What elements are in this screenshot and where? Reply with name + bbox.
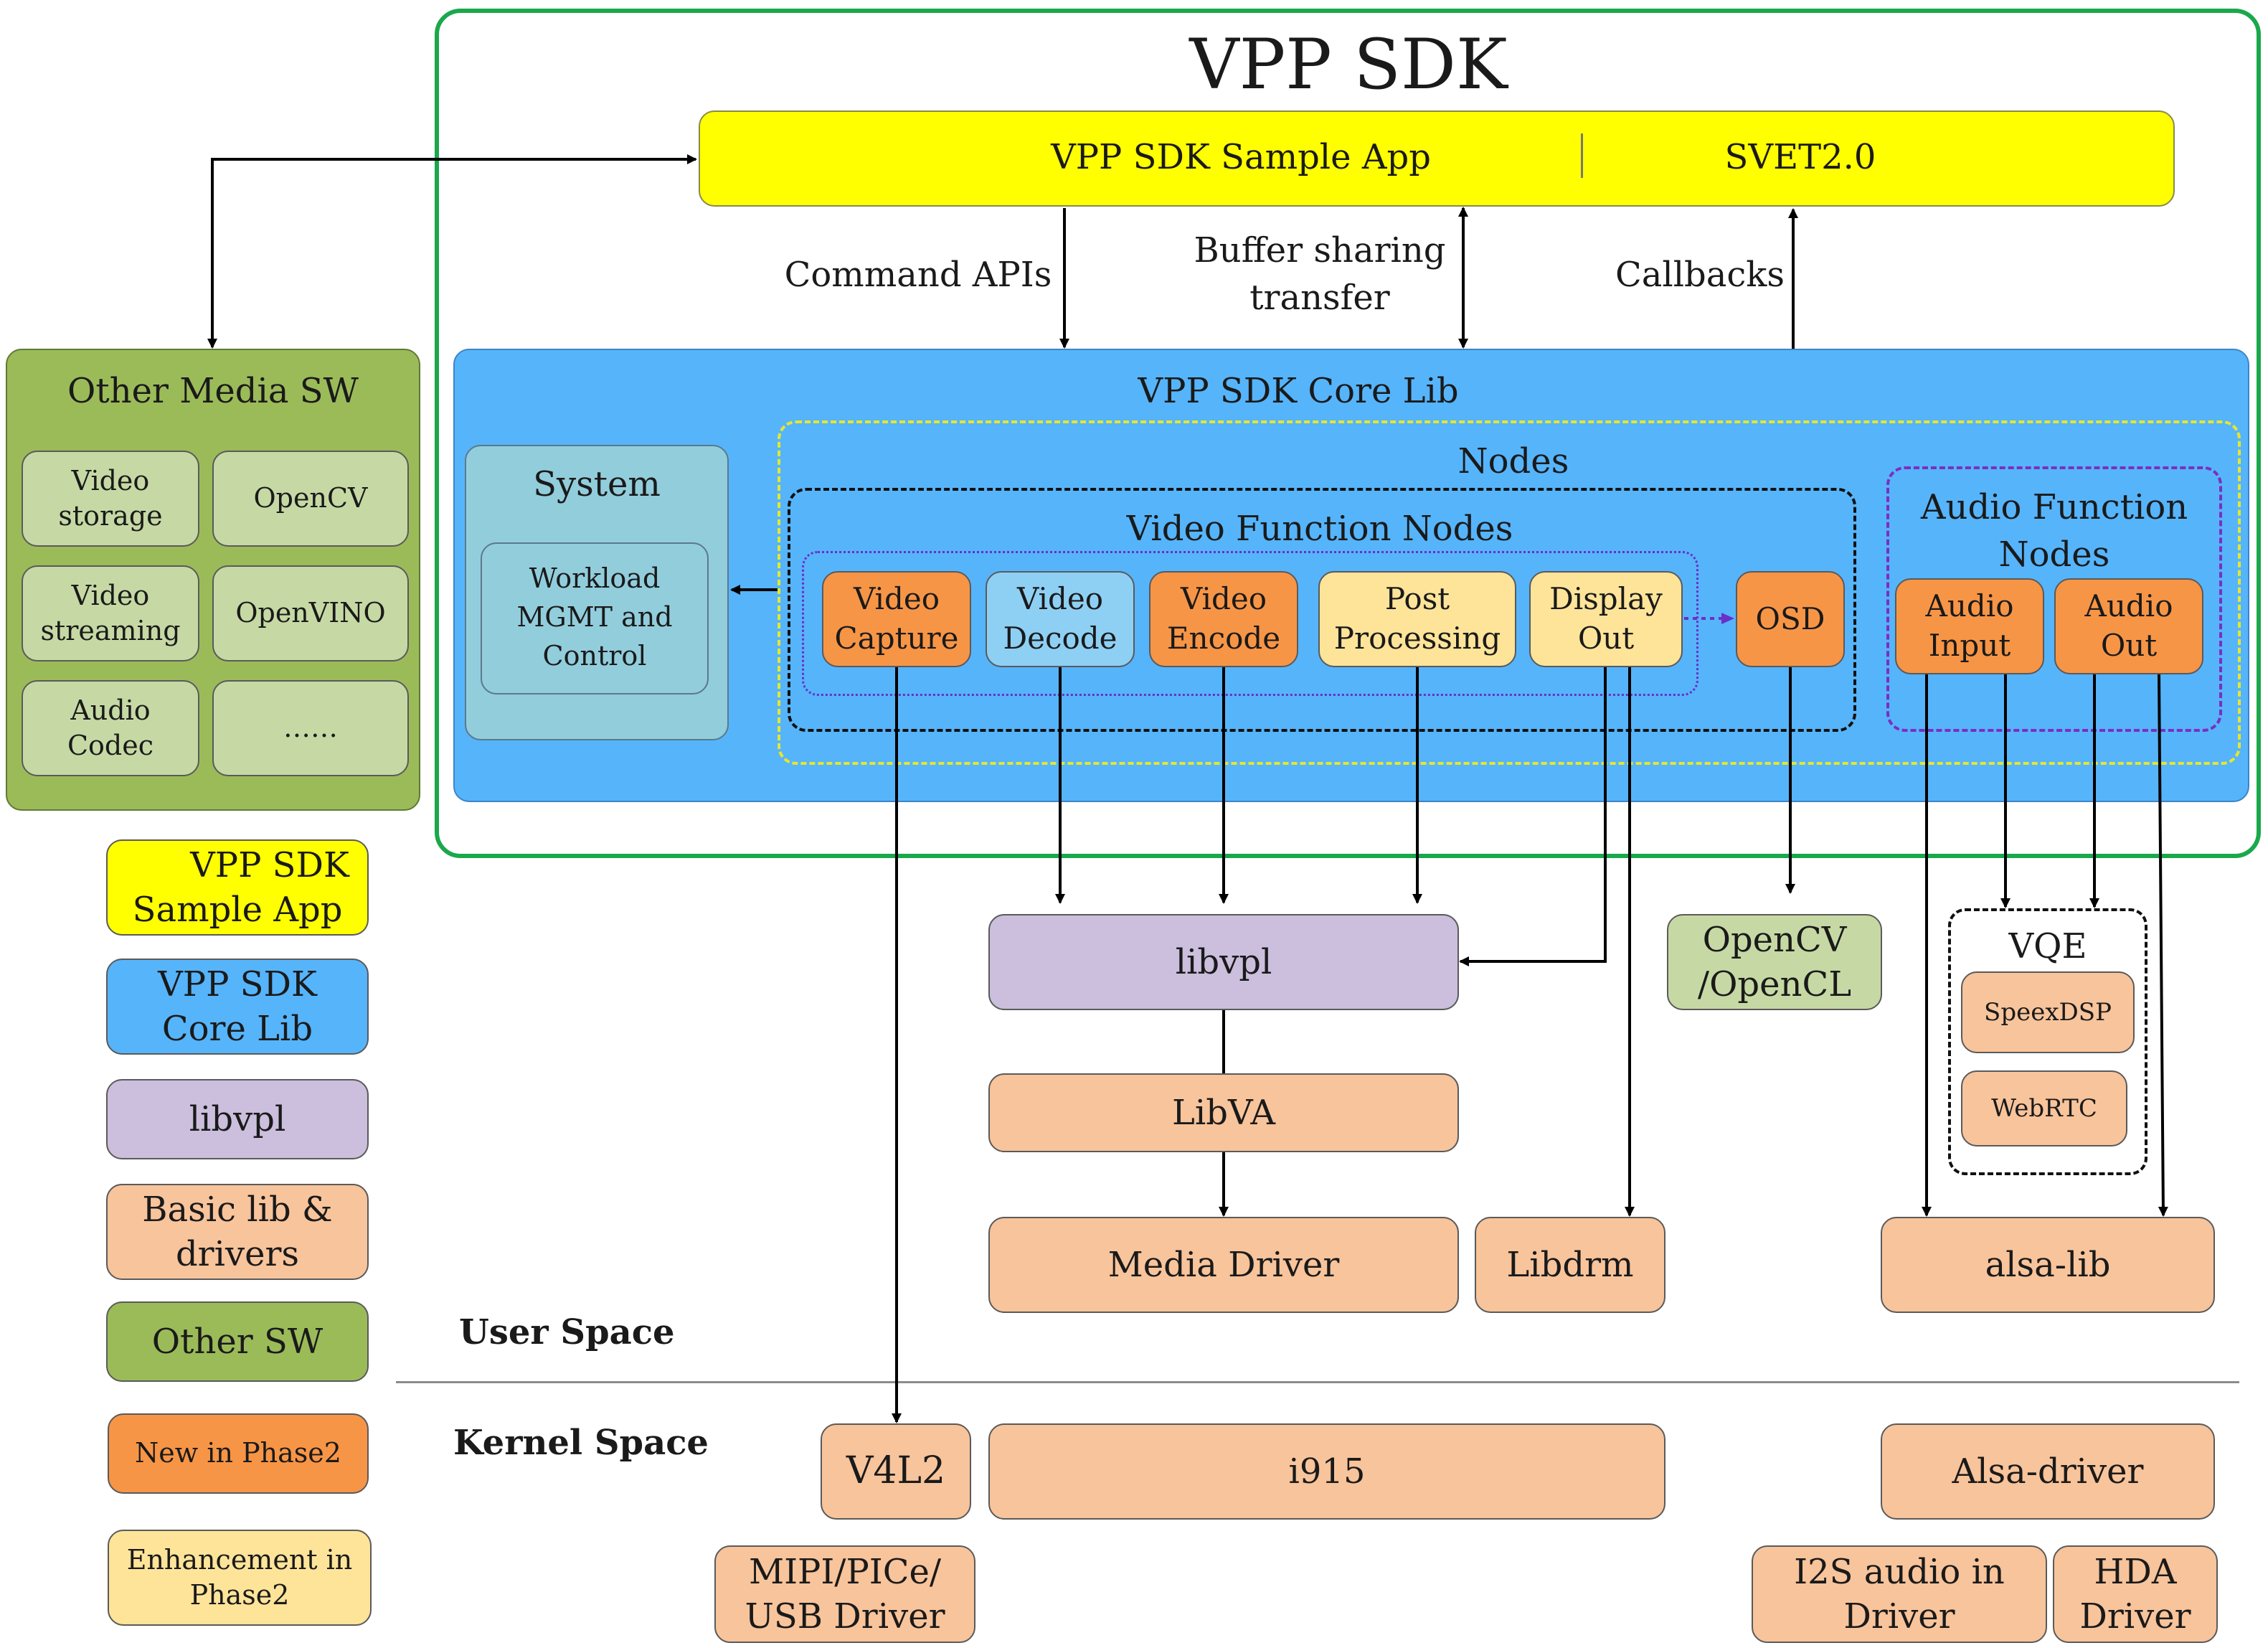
buffer-sharing-label-line2: transfer bbox=[1249, 278, 1390, 318]
audio-function-title-line1: Audio Function bbox=[1920, 487, 2188, 527]
legend-libvpl: libvpl bbox=[106, 1079, 369, 1159]
core-lib-title: VPP SDK Core Lib bbox=[1138, 371, 1459, 411]
v4l2-box: V4L2 bbox=[821, 1423, 971, 1520]
svet-label: SVET2.0 bbox=[1724, 137, 1876, 177]
other-media-title: Other Media SW bbox=[67, 371, 359, 411]
media-driver-box: Media Driver bbox=[988, 1217, 1459, 1313]
workload-line3: Control bbox=[542, 640, 647, 672]
user-kernel-divider bbox=[396, 1381, 2239, 1383]
speexdsp-box: SpeexDSP bbox=[1961, 971, 2135, 1053]
other-media-more: …… bbox=[212, 680, 409, 776]
audio-function-group bbox=[1886, 466, 2222, 732]
legend-new-phase2: New in Phase2 bbox=[108, 1413, 369, 1494]
callbacks-label: Callbacks bbox=[1615, 255, 1785, 295]
alsa-lib-box: alsa-lib bbox=[1881, 1217, 2215, 1313]
opencv-opencl-box: OpenCV/OpenCL bbox=[1667, 914, 1882, 1010]
i915-box: i915 bbox=[988, 1423, 1665, 1520]
command-apis-label: Command APIs bbox=[784, 255, 1052, 295]
libva-box: LibVA bbox=[988, 1073, 1459, 1152]
mipi-pcie-usb-driver-box: MIPI/PICe/USB Driver bbox=[714, 1545, 975, 1643]
app-bar-divider bbox=[1581, 133, 1583, 178]
workload-line1: Workload bbox=[529, 562, 661, 594]
video-function-title: Video Function Nodes bbox=[1126, 509, 1513, 549]
legend-other-sw: Other SW bbox=[106, 1301, 369, 1382]
diagram-title: VPP SDK bbox=[1189, 24, 1508, 105]
sample-app-label: VPP SDK Sample App bbox=[1051, 137, 1431, 177]
legend-basic-lib: Basic lib &drivers bbox=[106, 1184, 369, 1280]
kernel-space-label: Kernel Space bbox=[453, 1423, 709, 1463]
audio-function-title-line2: Nodes bbox=[1998, 535, 2110, 575]
sample-app-bar bbox=[699, 110, 2175, 207]
libvpl-box: libvpl bbox=[988, 914, 1459, 1010]
webrtc-box: WebRTC bbox=[1961, 1070, 2127, 1146]
video-pipeline-dotted-group bbox=[802, 551, 1698, 696]
video-function-group bbox=[788, 488, 1856, 732]
osd-node: OSD bbox=[1736, 571, 1845, 667]
vqe-group bbox=[1948, 908, 2147, 1175]
alsa-driver-box: Alsa-driver bbox=[1881, 1423, 2215, 1520]
nodes-title: Nodes bbox=[1457, 441, 1569, 481]
workload-line2: MGMT and bbox=[516, 601, 673, 633]
workload-box bbox=[481, 542, 709, 694]
other-media-openvino: OpenVINO bbox=[212, 565, 409, 661]
buffer-sharing-label-line1: Buffer sharing bbox=[1194, 230, 1446, 270]
system-title: System bbox=[533, 464, 661, 504]
user-space-label: User Space bbox=[459, 1312, 675, 1352]
vpp-sdk-frame bbox=[435, 9, 2261, 858]
vqe-title: VQE bbox=[2008, 926, 2087, 966]
libdrm-box: Libdrm bbox=[1475, 1217, 1665, 1313]
other-media-opencv: OpenCV bbox=[212, 451, 409, 547]
